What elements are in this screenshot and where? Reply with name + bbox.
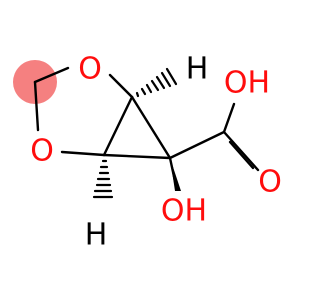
atom-oh-hydroxy: OH [161,194,207,229]
bond-c1-c2 [102,95,134,157]
hashed-wedge-top-h [135,67,178,98]
bond-c3-oh [168,156,178,188]
atom-h-bottom: H [85,218,108,253]
atom-o-ring-left: O [30,134,54,169]
hashed-wedge-bottom-h [92,159,114,199]
atom-o-carbonyl: O [258,165,282,200]
atom-oh-acid: OH [224,66,270,101]
bond-carboxyl-o-double-2 [228,140,255,170]
bond-ch2-o-top [33,66,70,84]
atom-h-top: H [186,52,209,87]
bond-c1-c3 [130,95,172,160]
bond-o-top-c1 [108,73,134,99]
structure-canvas: O O H H OH O OH [13,52,282,253]
bond-carboxyl-o-double-1 [222,130,260,172]
atom-o-ring-top: O [78,52,102,87]
bond-c3-carboxyl [168,130,226,160]
bond-o-left-c2 [60,150,106,157]
bond-carboxyl-oh [222,102,236,134]
bond-c2-c3 [102,153,172,160]
bond-ch2-o-left [33,80,40,132]
molecule-diagram: O O H H OH O OH [13,52,282,253]
